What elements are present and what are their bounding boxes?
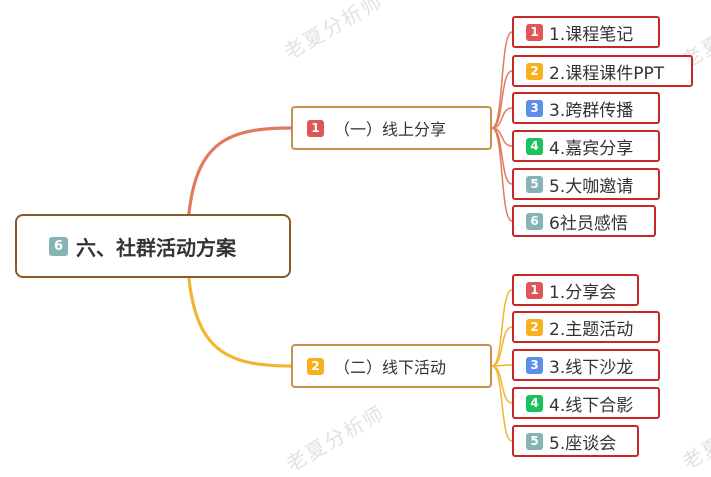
leaf-guest-share[interactable]: 4 4.嘉宾分享	[512, 130, 660, 162]
leaf-label: 3.跨群传播	[549, 100, 634, 121]
priority-badge: 6	[526, 212, 543, 230]
priority-badge: 2	[526, 318, 543, 336]
branch-leaf-connector	[491, 70, 513, 129]
priority-badge: 5	[526, 432, 543, 450]
branch-leaf-connector	[491, 289, 513, 367]
branch-leaf-connector	[491, 365, 513, 442]
leaf-course-notes[interactable]: 1 1.课程笔记	[512, 16, 660, 48]
leaf-forum[interactable]: 5 5.座谈会	[512, 425, 639, 457]
branch-leaf-connector	[491, 326, 513, 367]
branch-label: （二）线下活动	[334, 358, 447, 377]
priority-badge: 3	[526, 99, 543, 117]
priority-badge: 2	[526, 62, 543, 80]
root-branch-connector	[187, 276, 293, 368]
leaf-theme-activity[interactable]: 2 2.主题活动	[512, 311, 660, 343]
leaf-label: 4.线下合影	[549, 395, 634, 416]
branch-leaf-connector	[491, 127, 513, 222]
branch-leaf-connector	[491, 31, 513, 129]
leaf-expert-invite[interactable]: 5 5.大咖邀请	[512, 168, 660, 200]
priority-badge: 6	[49, 236, 68, 256]
priority-badge: 3	[526, 356, 543, 374]
priority-badge: 4	[526, 137, 543, 155]
leaf-label: 2.主题活动	[549, 319, 634, 340]
branch-label: （一）线上分享	[334, 120, 447, 139]
leaf-label: 1.课程笔记	[549, 24, 634, 45]
root-node[interactable]: 6 六、社群活动方案	[15, 214, 291, 278]
leaf-group-photo[interactable]: 4 4.线下合影	[512, 387, 660, 419]
priority-badge: 1	[526, 23, 543, 41]
priority-badge: 4	[526, 394, 543, 412]
root-label: 六、社群活动方案	[76, 235, 236, 260]
leaf-label: 3.线下沙龙	[549, 357, 634, 378]
leaf-sharing-session[interactable]: 1 1.分享会	[512, 274, 639, 306]
leaf-cross-group[interactable]: 3 3.跨群传播	[512, 92, 660, 124]
leaf-course-ppt[interactable]: 2 2.课程课件PPT	[512, 55, 693, 87]
priority-badge: 2	[307, 357, 324, 375]
leaf-offline-salon[interactable]: 3 3.线下沙龙	[512, 349, 660, 381]
leaf-label: 5.大咖邀请	[549, 176, 634, 197]
leaf-label: 2.课程课件PPT	[549, 63, 665, 84]
branch-leaf-connector	[491, 107, 513, 129]
branch-node-offline[interactable]: 2 （二）线下活动	[291, 344, 492, 388]
priority-badge: 1	[307, 119, 324, 137]
root-branch-connector	[187, 126, 293, 216]
leaf-label: 1.分享会	[549, 282, 617, 303]
leaf-label: 6社员感悟	[549, 213, 628, 234]
leaf-label: 5.座谈会	[549, 433, 617, 454]
priority-badge: 5	[526, 175, 543, 193]
leaf-label: 4.嘉宾分享	[549, 138, 634, 159]
branch-node-online[interactable]: 1 （一）线上分享	[291, 106, 492, 150]
priority-badge: 1	[526, 281, 543, 299]
leaf-member-thoughts[interactable]: 6 6社员感悟	[512, 205, 656, 237]
